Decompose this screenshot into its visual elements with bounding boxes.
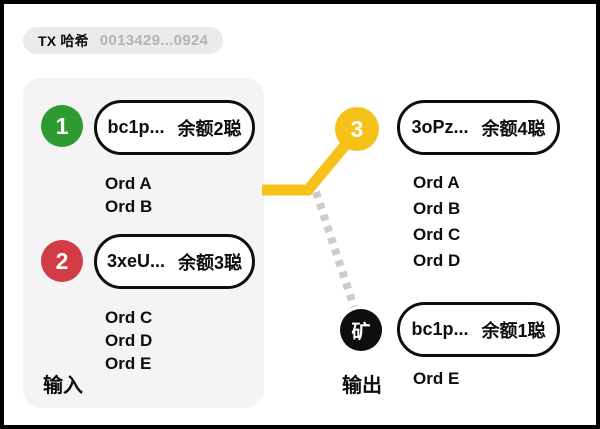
output-3-address: 3oPz...: [411, 117, 469, 137]
ord-item: Ord A: [413, 173, 460, 192]
miner-ord-list: Ord E: [413, 366, 459, 392]
input-1-address-pill[interactable]: bc1p... 余额2聪: [94, 100, 255, 155]
miner-address-pill[interactable]: bc1p... 余额1聪: [397, 302, 560, 357]
ord-item: Ord D: [413, 251, 461, 270]
output-3-address-pill[interactable]: 3oPz... 余额4聪: [397, 100, 560, 155]
output-3-number: 3: [350, 115, 364, 142]
ord-item: Ord D: [105, 331, 153, 350]
ord-item: Ord C: [413, 225, 461, 244]
input-2-ord-list: Ord C Ord D Ord E: [105, 306, 152, 375]
input-1-balance: 余额2聪: [177, 118, 242, 139]
output-3-badge: 3: [335, 107, 379, 151]
ord-item: Ord B: [105, 197, 153, 216]
ord-item: Ord E: [105, 354, 152, 373]
output-3-balance: 余额4聪: [481, 118, 546, 139]
miner-label: 矿: [351, 321, 371, 343]
miner-badge: 矿: [340, 309, 382, 351]
tx-hash-label: TX 哈希: [38, 32, 89, 49]
outputs-section-label: 输出: [342, 375, 382, 397]
ord-item: Ord A: [105, 174, 152, 193]
input-2-number: 2: [55, 247, 69, 274]
yellow-connector-to-output3: [262, 127, 362, 196]
tx-hash-value: 0013429...0924: [99, 32, 209, 49]
input-2-address-pill[interactable]: 3xeU... 余额3聪: [94, 234, 255, 289]
ord-item: Ord B: [413, 199, 461, 218]
miner-address: bc1p...: [411, 319, 469, 339]
input-1-address: bc1p...: [107, 117, 165, 137]
input-1-badge: 1: [41, 105, 83, 147]
miner-balance: 余额1聪: [481, 320, 546, 341]
ord-item: Ord C: [105, 308, 153, 327]
input-2-badge: 2: [41, 240, 83, 282]
input-1-number: 1: [55, 112, 69, 139]
inputs-section-label: 输入: [43, 375, 83, 397]
input-2-balance: 余额3聪: [178, 252, 243, 273]
input-1-ord-list: Ord A Ord B: [105, 172, 152, 218]
ord-item: Ord E: [413, 369, 460, 388]
tx-hash-pill[interactable]: TX 哈希 0013429...0924: [23, 27, 224, 54]
input-2-address: 3xeU...: [106, 251, 166, 271]
output-3-ord-list: Ord A Ord B Ord C Ord D: [413, 170, 460, 274]
dashed-connector-to-miner: [312, 190, 358, 309]
